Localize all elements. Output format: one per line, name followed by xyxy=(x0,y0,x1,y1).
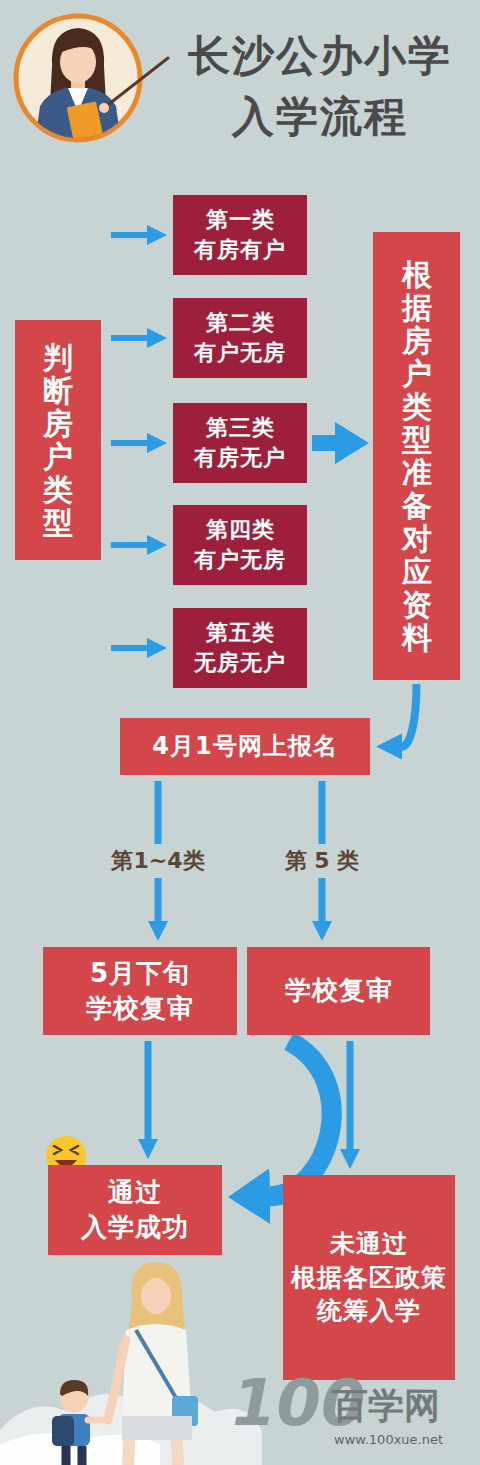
watermark-text: 百学网 xyxy=(332,1382,440,1431)
folder xyxy=(67,101,104,142)
box-text: 第四类 有户无房 xyxy=(179,515,301,574)
child-hair xyxy=(60,1380,88,1396)
diagram-title: 长沙公办小学 入学流程 xyxy=(170,26,470,148)
bottom-scene xyxy=(0,1262,262,1465)
child-backpack xyxy=(52,1416,74,1446)
mother-arm xyxy=(108,1340,126,1420)
flow-arrow xyxy=(111,335,147,341)
watermark-url: www.100xue.net xyxy=(334,1432,443,1447)
flow-arrow xyxy=(145,1041,152,1139)
flow-arrow xyxy=(402,684,417,747)
process-box: 4月1号网上报名 xyxy=(120,718,370,775)
process-box: 第二类 有户无房 xyxy=(173,298,307,378)
pointer-stick xyxy=(104,58,168,108)
process-box: 5月下旬 学校复审 xyxy=(43,947,237,1035)
process-box: 第四类 有户无房 xyxy=(173,505,307,585)
box-text: 学校复审 xyxy=(285,973,393,1008)
flow-arrow xyxy=(111,232,147,238)
vertical-process-box: 判断房户类型 xyxy=(15,320,101,560)
process-box: 通过 入学成功 xyxy=(48,1165,222,1255)
mother-skirt xyxy=(122,1416,192,1440)
flow-arrow xyxy=(111,542,147,548)
mother-face xyxy=(141,1278,171,1314)
box-text: 5月下旬 学校复审 xyxy=(49,956,231,1026)
teacher-avatar xyxy=(16,16,168,150)
vertical-process-box: 根据房户类型准备对应资料 xyxy=(373,232,460,680)
flow-arrow xyxy=(111,645,147,651)
emoji-eyes xyxy=(54,1146,78,1154)
process-box: 未通过 根据各区政策 统筹入学 xyxy=(283,1175,455,1380)
box-text: 第一类 有房有户 xyxy=(179,205,301,264)
flow-arrow xyxy=(312,435,335,451)
box-text: 未通过 根据各区政策 统筹入学 xyxy=(289,1227,449,1328)
box-text: 通过 入学成功 xyxy=(54,1175,216,1245)
box-text: 第三类 有房无户 xyxy=(179,413,301,472)
process-box: 学校复审 xyxy=(247,947,430,1035)
flow-arrow xyxy=(111,440,147,446)
process-box: 第一类 有房有户 xyxy=(173,195,307,275)
blazer xyxy=(34,88,122,150)
box-text: 第二类 有户无房 xyxy=(179,308,301,367)
process-box: 第三类 有房无户 xyxy=(173,403,307,483)
child-arm xyxy=(88,1417,106,1424)
fringe xyxy=(60,40,98,52)
flow-arrow xyxy=(347,1041,354,1149)
edge-label: 第 5 类 xyxy=(279,844,366,878)
box-text: 判断房户类型 xyxy=(43,341,73,539)
hand xyxy=(99,103,109,113)
child-legs xyxy=(66,1446,82,1465)
box-text: 根据房户类型准备对应资料 xyxy=(402,258,432,654)
box-text: 4月1号网上报名 xyxy=(152,730,337,762)
process-box: 第五类 无房无户 xyxy=(173,608,307,688)
box-text: 第五类 无房无户 xyxy=(179,618,301,677)
edge-label: 第1~4类 xyxy=(105,844,210,878)
flow-arrow xyxy=(270,1041,332,1196)
